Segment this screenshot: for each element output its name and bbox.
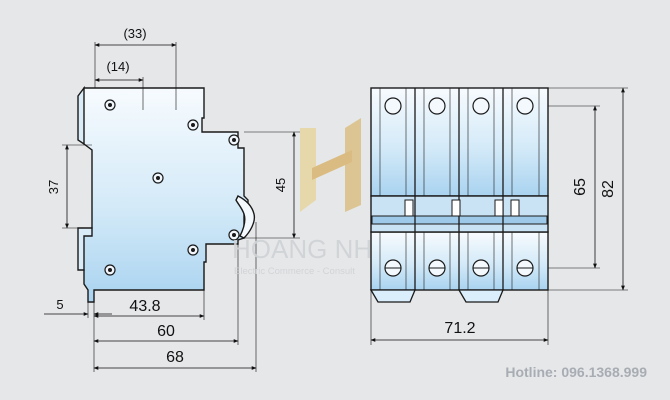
toggle-handles bbox=[404, 199, 520, 217]
side-rail-clip bbox=[77, 227, 93, 271]
terminal-screw-icon bbox=[516, 97, 534, 115]
hotline-text: Hotline: 096.1368.999 bbox=[505, 364, 647, 380]
dim-side-top-outer: (33) bbox=[123, 26, 146, 41]
screw-icon bbox=[228, 229, 240, 241]
dim-side-height-left: 37 bbox=[46, 180, 61, 194]
dim-side-width-2: 60 bbox=[157, 323, 175, 340]
bottom-feet bbox=[369, 289, 504, 303]
front-view bbox=[369, 87, 549, 303]
screw-icon bbox=[104, 99, 116, 111]
top-terminals bbox=[384, 97, 534, 115]
dim-side-height-right: 45 bbox=[273, 178, 288, 192]
dim-side-foot: 5 bbox=[56, 297, 63, 312]
dim-side-top-inner: (14) bbox=[106, 59, 129, 74]
terminal-screw-icon bbox=[428, 97, 446, 115]
front-dimensions: 71.2 65 82 bbox=[370, 87, 628, 345]
screw-icon bbox=[152, 172, 164, 184]
side-screws bbox=[104, 99, 240, 276]
side-view bbox=[77, 85, 256, 303]
dim-front-height-outer: 82 bbox=[600, 180, 617, 198]
screw-icon bbox=[104, 264, 116, 276]
bottom-terminals bbox=[384, 259, 534, 277]
pole-dividers bbox=[379, 88, 540, 290]
side-dimensions: (33) (14) 37 45 5 43.8 60 68 bbox=[44, 26, 300, 372]
terminal-screw-icon bbox=[472, 97, 490, 115]
screw-icon bbox=[187, 119, 199, 131]
side-top-clip bbox=[77, 85, 85, 146]
dim-front-width: 71.2 bbox=[444, 320, 475, 337]
dim-front-height-inner: 65 bbox=[572, 178, 589, 196]
side-toggle-lever bbox=[235, 195, 256, 239]
dim-side-width-1: 43.8 bbox=[129, 298, 160, 315]
logo-h-icon bbox=[300, 118, 361, 212]
screw-icon bbox=[228, 134, 240, 146]
screw-icon bbox=[187, 244, 199, 256]
dim-side-width-3: 68 bbox=[166, 349, 184, 366]
terminal-screw-icon bbox=[384, 97, 402, 115]
watermark-tagline: Electric Commerce - Consult bbox=[234, 266, 355, 277]
